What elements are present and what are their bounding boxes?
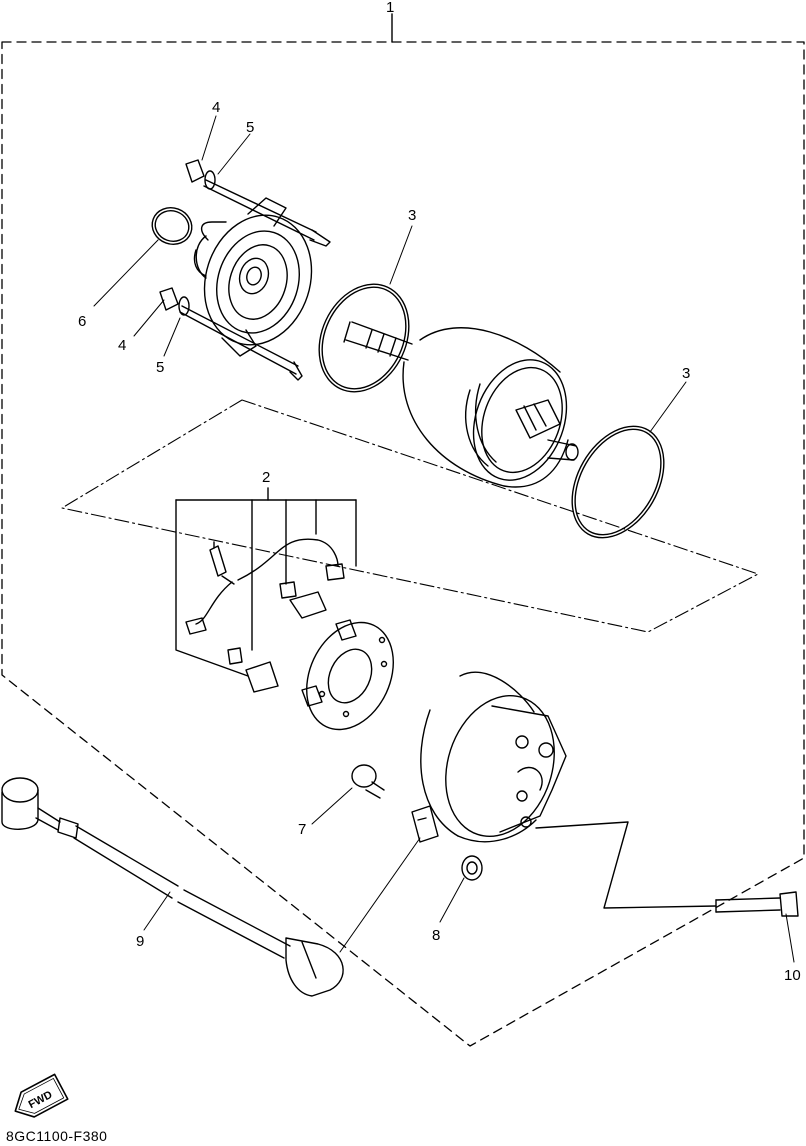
brush-plate-boundary [61, 399, 759, 633]
callout-3b: 3 [682, 365, 690, 382]
callout-9: 9 [136, 933, 144, 950]
callout-2: 2 [262, 469, 270, 486]
assembly-boundary [1, 41, 805, 1047]
yoke-armature [318, 283, 665, 539]
callout-8: 8 [432, 927, 440, 944]
diagram-code: 8GC1100-F380 [6, 1128, 108, 1144]
front-cover [151, 159, 331, 381]
rear-cover [351, 671, 799, 917]
fwd-arrow-icon: FWD [14, 1073, 69, 1118]
callout-1: 1 [386, 0, 394, 16]
brush-holder-assembly [175, 487, 394, 731]
callout-4b: 4 [118, 337, 126, 354]
lead-wire [1, 777, 344, 997]
callout-7: 7 [298, 821, 306, 838]
leader-lines [93, 115, 795, 963]
callout-5b: 5 [156, 359, 164, 376]
callout-10: 10 [784, 967, 801, 984]
callout-6: 6 [78, 313, 86, 330]
callout-4a: 4 [212, 99, 220, 116]
callout-3a: 3 [408, 207, 416, 224]
callout-5a: 5 [246, 119, 254, 136]
